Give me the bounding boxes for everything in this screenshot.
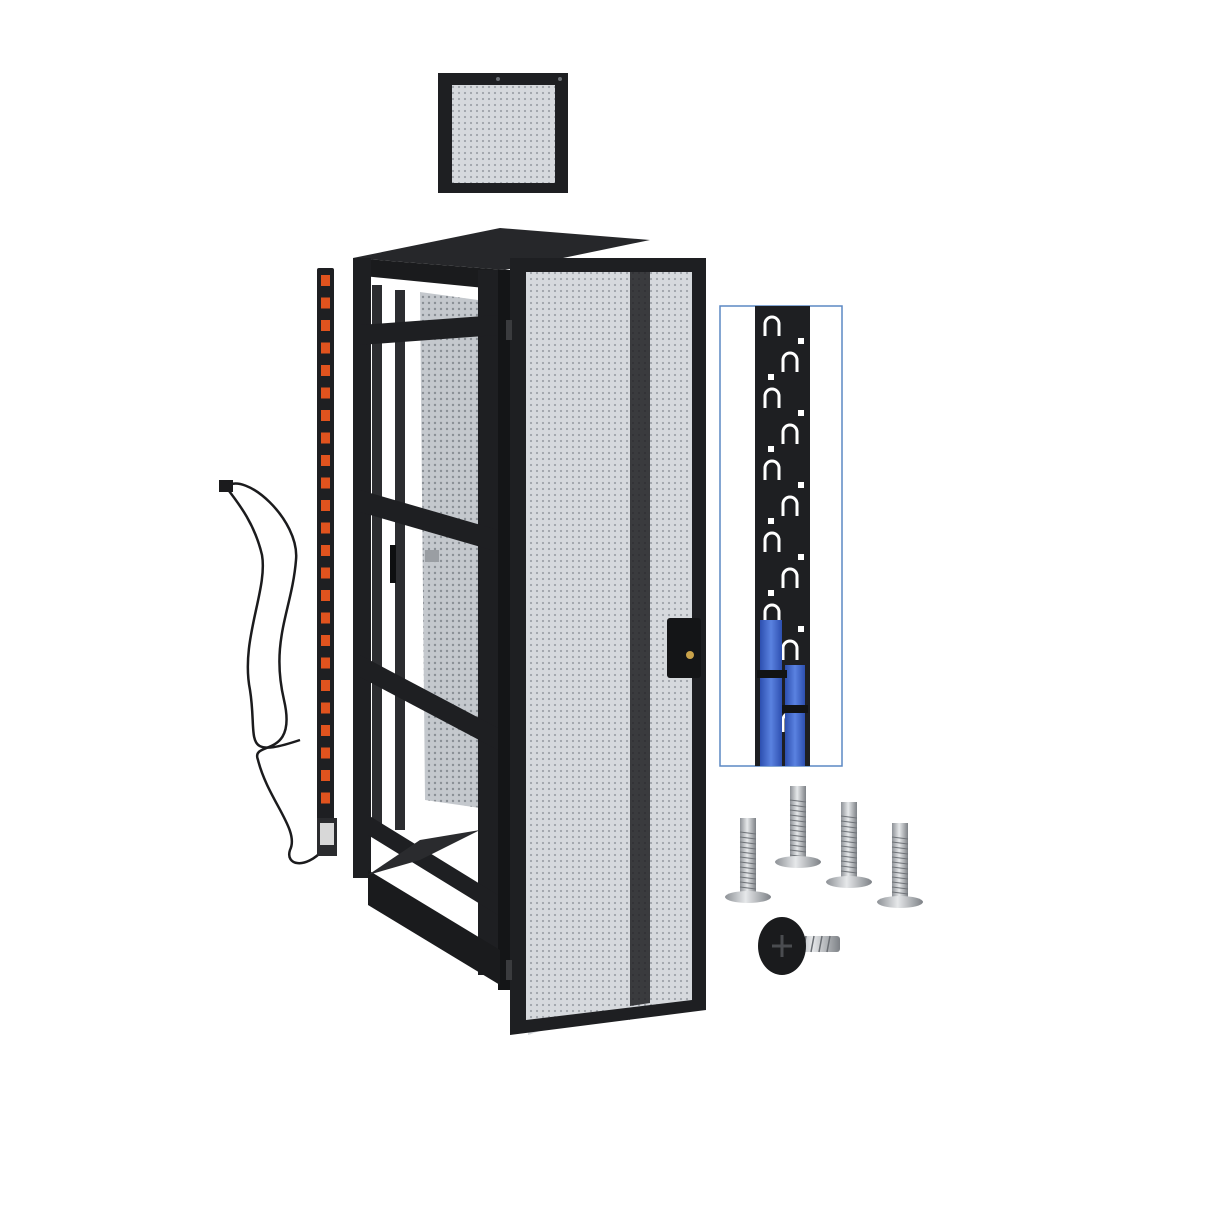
lacing-hook-icon xyxy=(781,567,799,588)
outlet-icon xyxy=(321,275,330,286)
rack-enclosure xyxy=(353,228,706,1035)
outlet-icon xyxy=(321,657,330,669)
cable-management-strip xyxy=(719,305,843,767)
square-hole-icon xyxy=(768,518,774,524)
outlet-icon xyxy=(321,725,330,736)
lacing-hook-icon xyxy=(763,315,781,336)
cable-bundle xyxy=(785,665,805,766)
lacing-hook-icon xyxy=(763,603,781,624)
outlet-icon xyxy=(321,770,330,781)
lacing-hook-icon xyxy=(781,423,799,444)
plug-icon xyxy=(219,480,233,492)
cage-screw-icon xyxy=(775,786,821,868)
front-door xyxy=(506,258,706,1035)
lacing-hook-icon xyxy=(781,351,799,372)
square-hole-icon xyxy=(798,554,804,560)
top-vent-panel xyxy=(438,73,568,193)
outlet-icon xyxy=(321,635,330,646)
rack-screw xyxy=(758,917,840,975)
outlet-icon xyxy=(321,545,330,556)
outlet-icon xyxy=(321,567,330,579)
cage-screw-icon xyxy=(826,802,872,888)
lacing-hook-icon xyxy=(763,387,781,408)
outlet-icon xyxy=(321,747,330,759)
outlet-icon xyxy=(321,522,330,534)
cable-tie xyxy=(757,670,787,678)
outlet-icon xyxy=(321,297,330,309)
square-hole-icon xyxy=(768,374,774,380)
cable-bundle xyxy=(760,620,782,766)
outlet-icon xyxy=(321,590,330,601)
outlet-icon xyxy=(321,612,330,624)
cable-tie xyxy=(782,705,808,713)
outlet-icon xyxy=(321,455,330,466)
outlet-icon xyxy=(321,477,330,489)
outlet-icon xyxy=(321,432,330,444)
square-hole-icon xyxy=(798,482,804,488)
square-hole-icon xyxy=(768,446,774,452)
outlet-icon xyxy=(321,320,330,331)
square-hole-icon xyxy=(798,410,804,416)
lock-icon xyxy=(686,651,694,659)
mounting-screws xyxy=(725,786,923,908)
outlet-icon xyxy=(321,680,330,691)
rear-door-panel xyxy=(420,292,480,808)
outlet-icon xyxy=(321,410,330,421)
lacing-hook-icon xyxy=(781,639,799,660)
outlet-icon xyxy=(321,500,330,511)
outlet-icon xyxy=(321,365,330,376)
outlet-column xyxy=(321,275,330,804)
square-hole-icon xyxy=(798,338,804,344)
power-strip xyxy=(219,268,337,865)
door-handle xyxy=(667,618,701,678)
square-hole-icon xyxy=(798,626,804,632)
square-hole-icon xyxy=(768,590,774,596)
outlet-icon xyxy=(321,702,330,714)
cage-screw-icon xyxy=(877,823,923,908)
outlet-icon xyxy=(321,792,330,804)
outlet-icon xyxy=(321,342,330,354)
lacing-hook-icon xyxy=(763,459,781,480)
outlet-icon xyxy=(321,387,330,399)
lacing-hook-icon xyxy=(781,495,799,516)
cage-screw-icon xyxy=(725,818,771,903)
lacing-hook-icon xyxy=(763,531,781,552)
